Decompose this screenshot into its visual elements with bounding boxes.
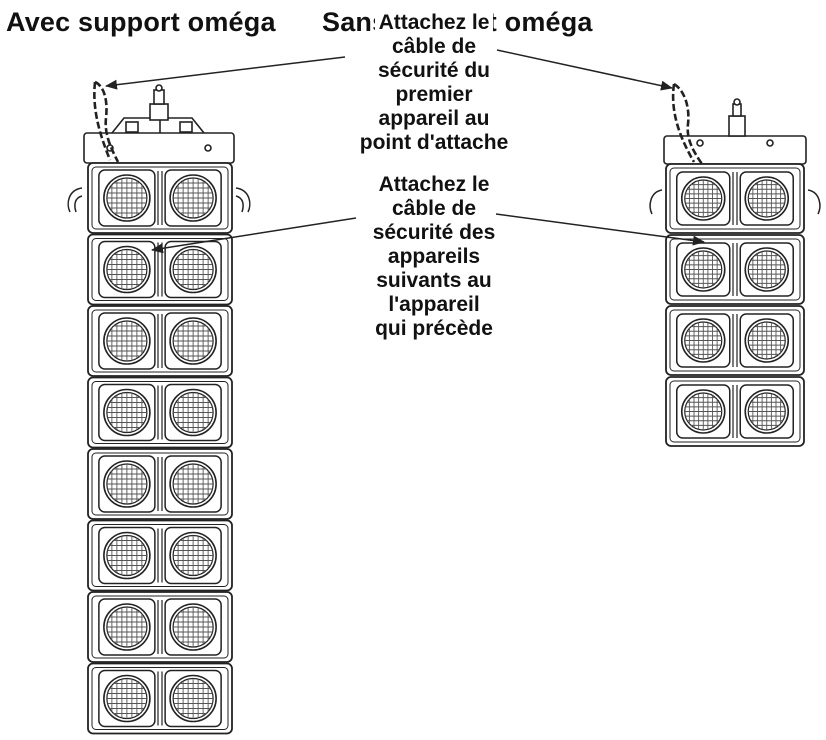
lens bbox=[739, 313, 794, 368]
fixture-unit bbox=[87, 162, 233, 234]
lens bbox=[98, 526, 156, 585]
lens bbox=[164, 669, 222, 728]
lens bbox=[164, 383, 222, 442]
callout-following-line: appareils bbox=[383, 245, 485, 269]
lens bbox=[676, 242, 731, 297]
fixture-unit bbox=[87, 591, 233, 663]
callout-following-devices: Attachez le câble de sécurité des appare… bbox=[334, 173, 534, 341]
fixture-unit bbox=[87, 448, 233, 520]
side-hook-right bbox=[235, 187, 251, 213]
side-hook-right-2 bbox=[807, 189, 821, 215]
callout-following-line: Attachez le bbox=[374, 173, 494, 197]
callout-first-line: premier bbox=[391, 83, 477, 107]
top-rigging-plate bbox=[663, 98, 807, 165]
fixture-unit bbox=[665, 234, 805, 305]
callout-first-line: point d'attache bbox=[355, 131, 513, 155]
lens bbox=[164, 455, 222, 513]
arrow-following-to-right bbox=[495, 213, 705, 246]
fixture-unit bbox=[87, 519, 233, 592]
lens bbox=[164, 598, 222, 656]
callout-following-line: qui précède bbox=[371, 317, 497, 341]
side-hook-left bbox=[67, 187, 83, 213]
safety-cable-right bbox=[671, 82, 704, 165]
callout-first-device: Attachez le câble de sécurité du premier… bbox=[334, 11, 534, 155]
fixture-unit bbox=[665, 376, 805, 447]
side-hook-left-2 bbox=[649, 189, 663, 215]
lens bbox=[164, 169, 222, 227]
lens bbox=[98, 669, 156, 728]
fixture-unit bbox=[665, 163, 805, 234]
fixture-unit bbox=[665, 305, 805, 376]
arrow-first-to-left bbox=[105, 56, 346, 90]
fixture-unit bbox=[87, 376, 233, 449]
lens bbox=[739, 171, 794, 226]
lens bbox=[739, 242, 794, 297]
lens bbox=[739, 384, 794, 439]
arrow-following-to-left bbox=[151, 217, 357, 254]
callout-following-line: câble de bbox=[387, 197, 481, 221]
lens bbox=[164, 526, 222, 585]
heading-with-omega: Avec support oméga bbox=[6, 7, 276, 37]
lens bbox=[164, 312, 222, 370]
callout-first-line: câble de bbox=[387, 35, 481, 59]
lens bbox=[676, 313, 731, 368]
lens bbox=[98, 240, 156, 299]
fixture-unit bbox=[87, 233, 233, 306]
lens bbox=[164, 240, 222, 299]
lens bbox=[98, 312, 156, 370]
lens bbox=[676, 384, 731, 439]
callout-following-line: suivants au bbox=[372, 269, 496, 293]
arrow-first-to-right bbox=[496, 49, 673, 91]
callout-first-line: sécurité du bbox=[373, 59, 495, 83]
fixture-unit bbox=[87, 662, 233, 735]
safety-cable-left bbox=[93, 80, 120, 163]
lens bbox=[98, 383, 156, 442]
lens bbox=[98, 455, 156, 513]
lens bbox=[98, 598, 156, 656]
lens bbox=[98, 169, 156, 227]
fixture-stack-without-omega bbox=[649, 82, 821, 447]
fixture-stack-with-omega bbox=[67, 80, 251, 735]
callout-first-line: appareil au bbox=[374, 107, 494, 131]
callout-arrows bbox=[105, 49, 705, 254]
callout-following-line: l'appareil bbox=[384, 293, 484, 317]
lens bbox=[676, 171, 731, 226]
fixture-unit bbox=[87, 305, 233, 377]
callout-first-line: Attachez le bbox=[374, 11, 494, 35]
omega-bracket bbox=[83, 84, 235, 164]
callout-following-line: sécurité des bbox=[368, 221, 500, 245]
